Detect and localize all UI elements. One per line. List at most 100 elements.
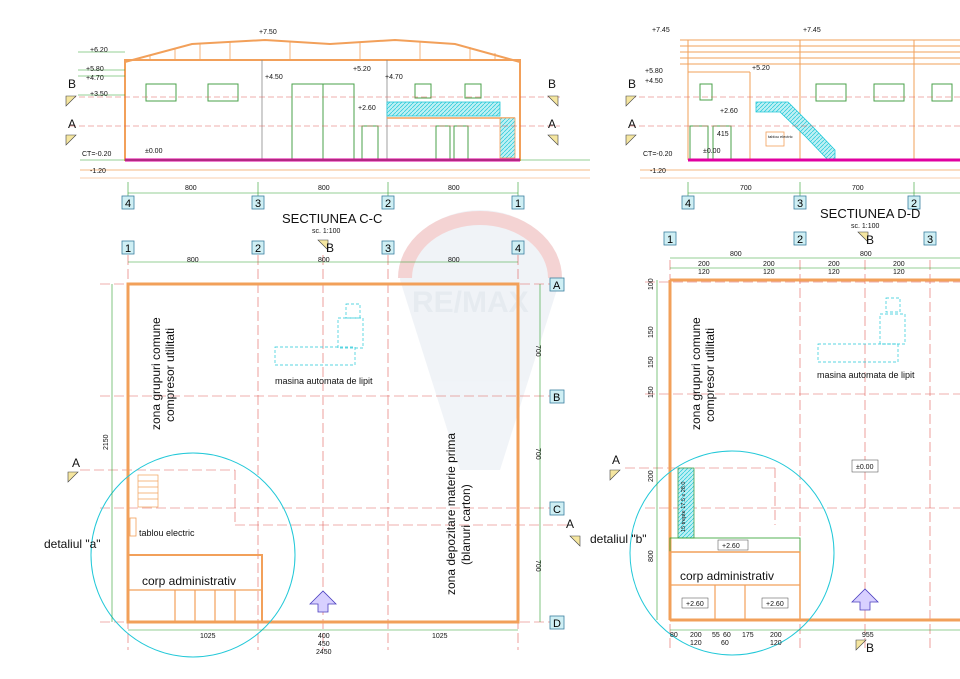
dim-text: 120	[828, 269, 840, 276]
dim-text: 400	[318, 633, 330, 640]
zone-label: (blanuri carton)	[459, 484, 473, 565]
office-level: +2.60	[722, 543, 740, 550]
cut-mark-a: A	[548, 117, 556, 131]
zone-label: compresor utilitati	[163, 328, 177, 422]
level-text: +5.80	[645, 68, 663, 75]
dim-text: 120	[893, 269, 905, 276]
dim-text: 1025	[200, 633, 216, 640]
office-level: +2.60	[766, 601, 784, 608]
cut-mark-b: B	[548, 77, 556, 91]
axis-label: 3	[255, 198, 261, 210]
axis-label: 3	[797, 198, 803, 210]
cut-mark-b: B	[68, 77, 76, 91]
level-text: -1.20	[650, 168, 666, 175]
section-title: SECTIUNEA C-C	[282, 211, 382, 226]
section-mark: B	[866, 641, 874, 655]
dim-text: 800	[448, 257, 460, 264]
dim-text: 175	[742, 632, 754, 639]
cut-mark-a: A	[628, 117, 636, 131]
dim-text: 80	[670, 632, 678, 639]
cut-mark-b: B	[628, 77, 636, 91]
dim-text: 800	[185, 185, 197, 192]
dim-text: 800	[448, 185, 460, 192]
dim-text: 415	[717, 131, 729, 138]
panel-label: tablou electric	[139, 528, 195, 538]
dim-text: 100	[648, 278, 655, 290]
watermark-text: RE/MAX	[412, 286, 529, 319]
section-title: SECTIUNEA D-D	[820, 206, 920, 221]
dim-text: 200	[893, 261, 905, 268]
level-text: +7.45	[803, 27, 821, 34]
dim-text: 450	[318, 641, 330, 648]
level-text: CT=-0.20	[643, 151, 672, 158]
detail-label: detaliul "a"	[44, 537, 101, 551]
dim-text: 120	[770, 640, 782, 647]
axis-label: 3	[927, 234, 933, 246]
level-text: +2.60	[720, 108, 738, 115]
axis-label: 2	[255, 243, 261, 255]
level-text: CT=-0.20	[82, 151, 111, 158]
dim-text: 700	[740, 185, 752, 192]
dim-text: 955	[862, 632, 874, 639]
plan-right: 15 trepte 17.5 x 28.0 +2.60 +2.60 +2.60 …	[590, 231, 960, 656]
machine-label: masina automata de lipit	[817, 370, 915, 380]
dim-text: 60	[721, 640, 729, 647]
level-text: +4.70	[86, 75, 104, 82]
level-text: +4.50	[265, 74, 283, 81]
dim-text: 200	[690, 632, 702, 639]
row-label: A	[553, 280, 561, 292]
section-dd: tablou electric +7.45 +7.45 +5.80 +4.50 …	[625, 27, 960, 230]
dim-text: 200	[770, 632, 782, 639]
dim-text: 200	[763, 261, 775, 268]
dim-text: 800	[318, 185, 330, 192]
axis-label: 4	[125, 198, 131, 210]
office-level: +2.60	[686, 601, 704, 608]
level-label: ±0.00	[856, 464, 874, 471]
axis-label: 2	[797, 234, 803, 246]
zone-label: zona depozitare materie prima	[444, 433, 458, 595]
cut-mark-a: A	[612, 453, 620, 467]
dim-text: 120	[690, 640, 702, 647]
axis-label: 4	[515, 243, 521, 255]
zone-label: zona grupuri comune	[689, 317, 703, 430]
section-mark: B	[326, 241, 334, 255]
axis-label: 3	[385, 243, 391, 255]
axis-label: 4	[685, 198, 691, 210]
section-mark: B	[866, 233, 874, 247]
axis-label: 1	[125, 243, 131, 255]
dim-text: 700	[534, 345, 541, 357]
machine-label: masina automata de lipit	[275, 376, 373, 386]
level-text: +2.60	[358, 105, 376, 112]
level-text: ±0.00	[145, 148, 163, 155]
section-scale: sc. 1:100	[312, 228, 341, 235]
level-text: +4.70	[385, 74, 403, 81]
dim-text: 150	[648, 356, 655, 368]
cut-mark-a: A	[566, 517, 574, 531]
level-text: +7.45	[652, 27, 670, 34]
dim-text: 55	[712, 632, 720, 639]
axis-label: 2	[385, 198, 391, 210]
section-scale: sc. 1:100	[851, 223, 880, 230]
panel-label: tablou electric	[768, 134, 793, 139]
cut-mark-a: A	[72, 456, 80, 470]
remax-watermark: RE/MAX	[398, 210, 562, 470]
dim-text: 200	[828, 261, 840, 268]
level-text: +5.20	[353, 66, 371, 73]
zone-label: compresor utilitati	[703, 328, 717, 422]
dim-text: 120	[698, 269, 710, 276]
level-text: ±0.00	[703, 148, 721, 155]
axis-label: 2	[911, 198, 917, 210]
dim-text: 60	[723, 632, 731, 639]
dim-text: 800	[730, 251, 742, 258]
axis-label: 1	[667, 234, 673, 246]
dim-text: 700	[852, 185, 864, 192]
stair-label: 15 trepte 17.5 x 28.0	[681, 482, 687, 532]
dim-text: 150	[648, 386, 655, 398]
dim-text: 800	[648, 550, 655, 562]
dim-text: 800	[187, 257, 199, 264]
dim-text: 1025	[432, 633, 448, 640]
detail-label: detaliul "b"	[590, 532, 647, 546]
row-label: C	[553, 504, 561, 516]
dim-text: 200	[648, 470, 655, 482]
